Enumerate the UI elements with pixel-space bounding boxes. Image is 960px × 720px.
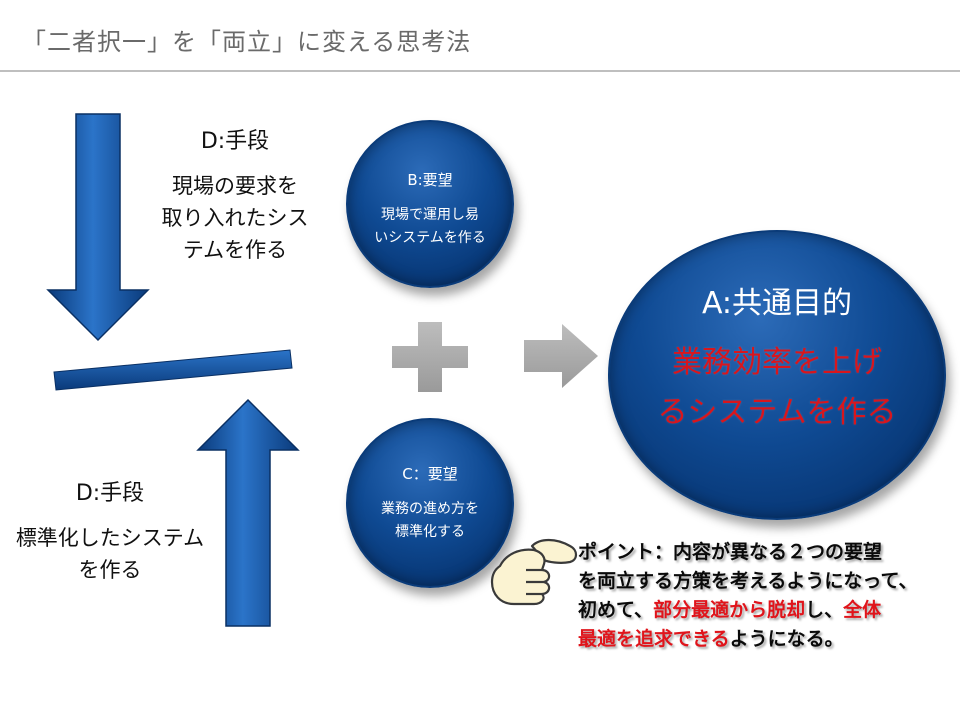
- circle-a-common-goal: A:共通目的 業務効率を上げ るシステムを作る: [608, 230, 946, 520]
- point-note: ポイント：内容が異なる２つの要望 を両立する方策を考えるようになって、 初めて、…: [578, 538, 948, 654]
- means-bottom-line-1: 標準化したシステム: [15, 526, 205, 550]
- circle-a-head: A:共通目的: [701, 286, 853, 321]
- point-line-3: 初めて、部分最適から脱却し、全体: [578, 596, 948, 625]
- slide-title: 「二者択一」を「両立」に変える思考法: [22, 28, 472, 56]
- title-divider: [0, 70, 960, 72]
- point-line-4: 最適を追求できるようになる。: [578, 625, 948, 654]
- circle-a-line-2: るシステムを作る: [657, 395, 897, 430]
- means-top-label: D:手段 現場の要求を 取り入れたシス テムを作る: [160, 126, 310, 266]
- circle-c-line-1: 業務の進め方を: [381, 501, 479, 517]
- point-line-2: を両立する方策を考えるようになって、: [578, 570, 918, 592]
- means-top-line-3: テムを作る: [182, 238, 288, 262]
- point-line-4b: ようになる。: [729, 628, 844, 650]
- arrow-right-icon: [524, 324, 598, 388]
- circle-b-head: B:要望: [407, 171, 453, 189]
- point-line-1: ポイント：内容が異なる２つの要望: [578, 541, 883, 563]
- point-highlight-optimal: 最適を追求できる: [578, 628, 730, 650]
- plus-icon: [392, 322, 468, 392]
- means-top-line-2: 取り入れたシス: [161, 206, 309, 230]
- arrow-up-icon: [196, 398, 300, 627]
- means-top-head: D:手段: [200, 129, 270, 154]
- means-bottom-head: D:手段: [75, 481, 145, 506]
- point-highlight-whole: 全体: [843, 599, 882, 621]
- means-bottom-line-2: を作る: [78, 558, 142, 582]
- means-bottom-label: D:手段 標準化したシステム を作る: [10, 478, 210, 586]
- point-highlight-partial: 部分最適から脱却: [653, 599, 806, 621]
- arrow-down-icon: [46, 113, 150, 342]
- pointing-hand-icon: [490, 538, 578, 606]
- circle-c-head: C：要望: [402, 465, 458, 483]
- circle-a-line-1: 業務効率を上げ: [672, 345, 882, 380]
- circle-b-line-2: いシステムを作る: [374, 230, 486, 246]
- circle-b-request: B:要望 現場で運用し易 いシステムを作る: [346, 120, 514, 288]
- point-line-3a: 初めて、: [578, 599, 654, 621]
- point-line-3c: し、: [805, 599, 844, 621]
- circle-c-request: C：要望 業務の進め方を 標準化する: [346, 418, 514, 588]
- means-top-line-1: 現場の要求を: [172, 174, 298, 198]
- circle-c-line-2: 標準化する: [395, 524, 465, 540]
- circle-b-line-1: 現場で運用し易: [381, 207, 479, 223]
- balance-bar: [53, 349, 293, 391]
